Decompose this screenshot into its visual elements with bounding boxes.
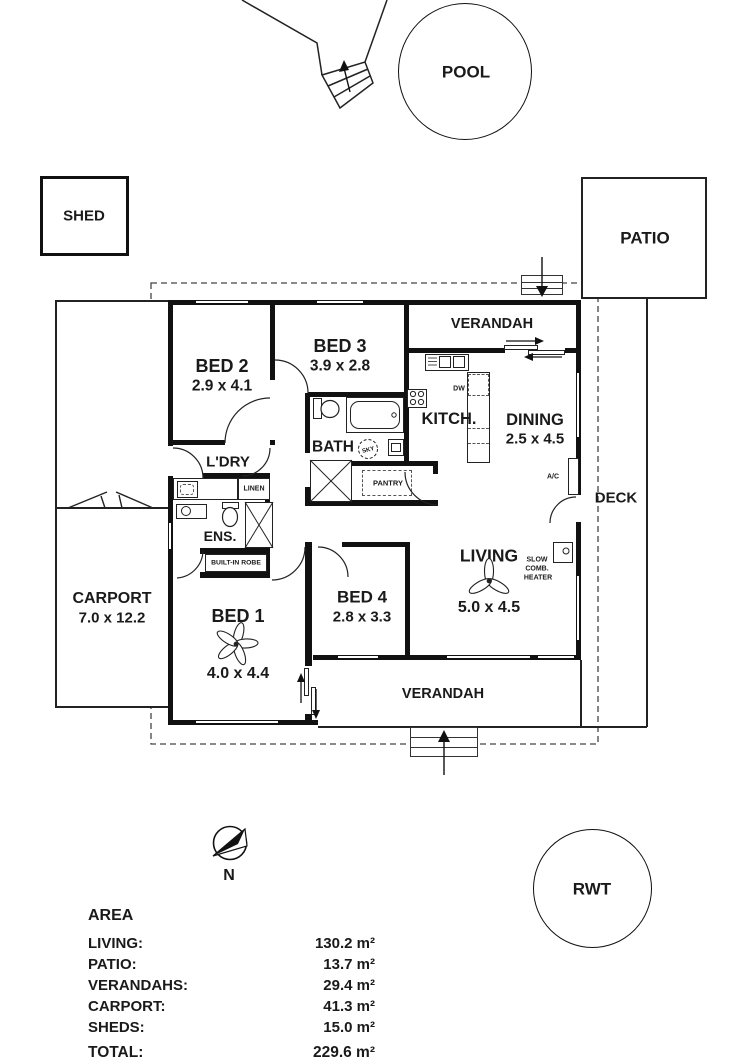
kitchen-island [467,372,490,463]
area-title: AREA [88,907,134,924]
area-total-label: TOTAL: [88,1044,144,1058]
ens-shower [245,502,273,548]
steps-north [521,275,563,295]
dining-dims: 2.5 x 4.5 [505,430,565,448]
living-window-south-2 [538,655,574,660]
bed2-window [196,300,248,305]
living-dims: 5.0 x 4.5 [457,599,521,616]
carport-label: CARPORT [72,590,152,607]
deck-edge-left [580,660,582,727]
deck-label: DECK [594,489,638,507]
north-compass-icon [212,825,248,861]
built-in-robe [205,554,267,572]
heater-label-2: COMB. [525,565,549,573]
slow-combustion-heater [553,542,573,563]
bed1-window [196,720,278,725]
verandah-sliding-door [304,668,309,696]
cooktop [407,389,427,408]
bed2-dims: 2.9 x 4.1 [191,377,253,395]
shed-label: SHED [63,207,105,225]
ens-basin [176,504,207,519]
bed3-dims: 3.9 x 2.8 [309,357,371,375]
bed4-dims: 2.8 x 3.3 [332,608,392,626]
bed3-label: BED 3 [313,336,367,356]
carport-area [55,300,168,708]
patio-label: PATIO [620,228,670,248]
pool-shape [398,3,532,140]
verandah-north-label: VERANDAH [450,315,534,332]
laundry-label: L'DRY [206,453,250,471]
patio-shape [581,177,707,299]
ens-toilet-tank [222,502,239,509]
heater-label-3: HEATER [523,574,553,582]
path-arrow-icon [339,60,351,93]
air-conditioner [568,458,579,495]
kitchen-label: KITCH. [421,409,477,428]
dishwasher [468,374,489,396]
bed2-label: BED 2 [195,356,249,376]
pantry-label: PANTRY [373,478,403,488]
deck-edge-right [646,299,648,727]
bath-toilet-tank [313,398,322,419]
dining-sliding-door [504,345,538,350]
bed4-label: BED 4 [336,587,388,607]
rwt-shape [533,829,652,948]
bath-shower [310,460,352,502]
linen-label: LINEN [243,485,265,493]
living-window-south-1 [447,655,530,660]
dining-label: DINING [506,410,564,429]
ens-window [168,523,173,549]
bed1-dims: 4.0 x 4.4 [206,665,270,682]
robe-label: BUILT-IN ROBE [211,559,261,567]
living-window [576,576,581,640]
bed4-window [338,655,378,660]
bed1-label: BED 1 [211,606,265,626]
linen-cupboard [238,478,270,500]
rwt-label: RWT [572,879,612,899]
steps-south [410,727,478,757]
ac-label: A/C [546,473,560,481]
ens-label: ENS. [203,528,237,544]
verandah-deck-edge-bottom [318,726,647,728]
dining-window [576,373,581,437]
bath-label: BATH [312,438,354,456]
living-label: LIVING [459,545,519,566]
carport-dims: 7.0 x 12.2 [78,609,146,627]
heater-label-1: SLOW [526,556,548,564]
compass-north-label: N [223,867,235,884]
shed-shape [40,176,129,256]
pool-label: POOL [441,62,491,82]
area-total-value: 229.6 m² [312,1044,375,1058]
bed3-window [317,300,363,305]
dishwasher-label: DW [453,385,465,393]
verandah-south-label: VERANDAH [401,685,485,702]
garden-path [241,0,388,110]
